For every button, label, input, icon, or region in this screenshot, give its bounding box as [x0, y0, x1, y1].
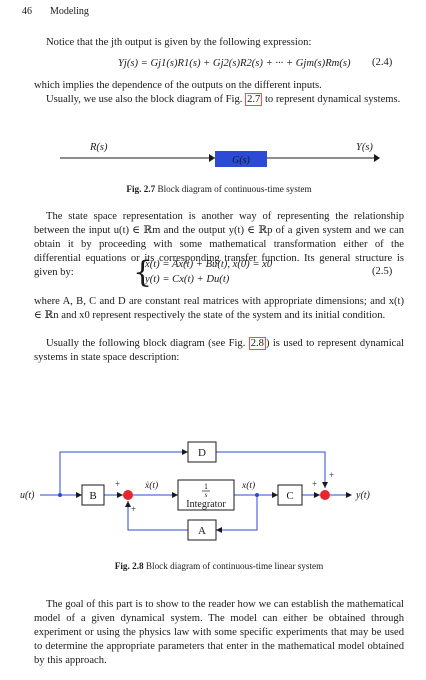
- arrow-head-icon: [125, 501, 131, 507]
- text-run: ) is used to represent dynamical systems…: [34, 338, 404, 363]
- input-label: u(t): [20, 490, 35, 501]
- figure-2-8: D B 1 s Integrator C A + + + + u(t) y(t)…: [20, 441, 371, 541]
- plus-sign: +: [329, 470, 334, 480]
- equation-2-5-line2: y(t) = Cx(t) + Du(t): [145, 274, 230, 285]
- plus-sign: +: [131, 504, 136, 514]
- arrow-head-icon: [76, 492, 82, 498]
- equation-number-2-5: (2.5): [372, 266, 393, 277]
- figure-2-7: G(s) R(s) Y(s): [60, 142, 380, 167]
- plus-sign: +: [312, 479, 317, 489]
- block-d-label: D: [198, 447, 206, 459]
- figure-2-8-caption: Fig. 2.8 Block diagram of continuous-tim…: [34, 561, 404, 571]
- junction-dot: [255, 493, 259, 497]
- junction-dot: [58, 493, 62, 497]
- sum-junction-2: [320, 490, 330, 500]
- sum-junction-1: [123, 490, 133, 500]
- block-a: [187, 519, 217, 541]
- brace: {: [133, 255, 153, 290]
- text-run: Usually, we use also the block diagram o…: [46, 94, 246, 105]
- arrow-head-icon: [209, 154, 215, 162]
- intro-paragraph: Notice that the jth output is given by t…: [46, 37, 312, 48]
- arrow-head-icon: [216, 527, 222, 533]
- caption-text: Block diagram of continuous-time linear …: [143, 561, 324, 571]
- integrator-numerator: 1: [204, 482, 208, 491]
- text-run: to represent dynamical systems.: [262, 94, 401, 105]
- state-space-paragraph: The state space representation is anothe…: [34, 211, 404, 278]
- equation-number-2-4: (2.4): [372, 57, 393, 68]
- block-diagram-paragraph: Usually, we use also the block diagram o…: [34, 93, 404, 107]
- running-title: Modeling: [50, 6, 89, 17]
- arrow-head-icon: [272, 492, 278, 498]
- arrow-head-icon: [346, 492, 352, 498]
- arrow-head-icon: [182, 449, 188, 455]
- plus-sign: +: [115, 479, 120, 489]
- xdot-label: ẋ(t): [144, 480, 158, 491]
- caption-label: Fig. 2.7: [126, 184, 156, 194]
- block-c: [277, 484, 303, 506]
- page-number: 46: [22, 6, 32, 17]
- arrow-head-icon: [374, 154, 380, 162]
- dependence-line: which implies the dependence of the outp…: [34, 80, 322, 91]
- caption-text: Block diagram of continuous-time system: [155, 184, 312, 194]
- g-block-label: G(s): [232, 155, 250, 166]
- arrow-heads: [76, 449, 352, 533]
- block-d: [187, 441, 217, 463]
- block-c-label: C: [286, 490, 293, 502]
- matrices-paragraph: where A, B, C and D are constant real ma…: [34, 296, 404, 321]
- text-run: Usually the following block diagram (see…: [46, 338, 249, 349]
- fig-ref-2-7[interactable]: 2.7: [245, 93, 263, 106]
- block-b: [81, 484, 105, 506]
- arrow-head-icon: [172, 492, 178, 498]
- g-block: [215, 151, 267, 167]
- output-label: Y(s): [356, 142, 373, 153]
- fig-ref-2-8[interactable]: 2.8: [248, 337, 266, 350]
- input-label: R(s): [89, 142, 108, 153]
- block-b-label: B: [89, 490, 96, 502]
- x-label: x(t): [241, 480, 255, 491]
- figure-2-7-caption: Fig. 2.7 Block diagram of continuous-tim…: [34, 184, 404, 194]
- goal-paragraph: The goal of this part is to show to the …: [34, 599, 404, 666]
- integrator-block: [177, 479, 235, 511]
- caption-label: Fig. 2.8: [114, 561, 144, 571]
- signal-lines: [40, 451, 350, 531]
- integrator-label: Integrator: [186, 499, 226, 510]
- block-a-label: A: [198, 525, 206, 537]
- equation-2-5-line1: ẋ(t) = Ax(t) + Bu(t), x(0) = x0: [145, 259, 273, 270]
- arrow-head-icon: [322, 482, 328, 488]
- integrator-denominator: s: [205, 491, 208, 499]
- arrow-head-icon: [117, 492, 123, 498]
- arrow-head-icon: [314, 492, 320, 498]
- output-label: y(t): [355, 490, 371, 501]
- state-space-diagram-paragraph: Usually the following block diagram (see…: [34, 337, 404, 365]
- equation-2-4: Yj(s) = Gj1(s)R1(s) + Gj2(s)R2(s) + ··· …: [118, 58, 351, 69]
